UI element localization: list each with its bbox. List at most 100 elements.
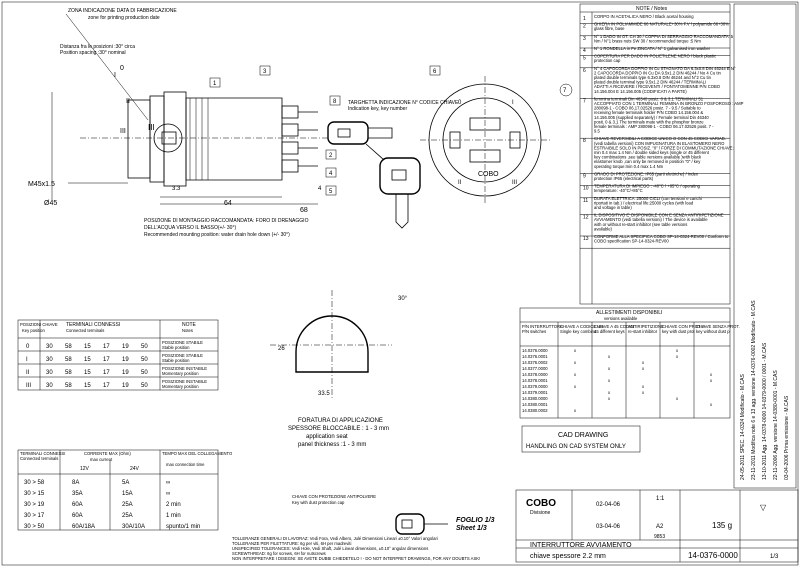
front-mark-I: I	[512, 100, 514, 106]
note-text: IL DISPOSITIVO E' DISPONIBILE CON E SENZ…	[594, 213, 724, 232]
front-brand: COBO	[478, 171, 499, 178]
tt-row-terminal: 30	[46, 344, 53, 350]
tt-row-note-en: Momentary position	[162, 371, 199, 376]
tt-row-terminal: 30	[46, 357, 53, 363]
tt-row-note: POSIZIONE STABILE	[162, 353, 203, 358]
vt-row-mark: x	[710, 372, 713, 377]
note-number: 13	[583, 236, 589, 242]
dim-68: 68	[300, 207, 308, 214]
vt-title-en: versions available	[604, 316, 638, 321]
tt-row-terminal: 50	[141, 383, 148, 389]
ct-row-time: 1 min	[166, 513, 181, 519]
terminals-table: POSIZIONI CHIAVE Key position TERMINALI …	[17, 319, 219, 391]
vt-row-mark: x	[574, 348, 577, 353]
tt-row-position: I	[26, 357, 28, 363]
drain-label-en: Recommended mounting position: water dra…	[144, 232, 290, 238]
tt-row-terminal: 19	[122, 383, 129, 389]
vt-row-mark: x	[676, 348, 679, 353]
vt-row-mark: x	[608, 390, 611, 395]
vt-row-mark: x	[608, 354, 611, 359]
dim-4: 4	[318, 186, 322, 192]
tt-row-terminal: 58	[65, 370, 72, 376]
tt-row-position: II	[26, 370, 30, 376]
tolerance-note-line: TOLLERANZE PER FILETTATURE: 6g per viti,…	[232, 541, 351, 546]
position-III-label: III	[120, 128, 126, 135]
position-0-label: 0	[120, 65, 124, 72]
balloon-5: 5	[329, 189, 333, 195]
vt-row-pn: 14.0377.0000	[522, 366, 548, 371]
ct-row-24v: 25A	[122, 502, 133, 508]
note-number: 3	[583, 36, 586, 42]
vt-row-pn: 14.0379.0000	[522, 384, 548, 389]
dim-angle: 30°	[398, 296, 408, 302]
ct-row-24v: 5A	[122, 480, 129, 486]
ct-row-12v: 60A	[72, 502, 83, 508]
tolerance-note-line: NON INTERPRETARE I DISEGNI: SE AVETE DUB…	[232, 556, 480, 561]
dim-3-3: 3.3	[172, 186, 181, 192]
tt-row-terminal: 15	[84, 357, 91, 363]
note-text: COPERTURA PER DADO IN POLIETILENE NERO /…	[594, 54, 716, 64]
front-view: COBO 0 I II III 7	[420, 76, 573, 204]
tt-head3: NOTE	[182, 322, 197, 328]
ct-head2-en: max current	[90, 457, 113, 462]
key-label-en: Indication key, key number	[348, 106, 407, 112]
dim-diameter: Ø45	[44, 200, 57, 207]
panel-label-it: FORATURA DI APPLICAZIONE	[298, 418, 383, 424]
vt-row-mark: x	[608, 366, 611, 371]
balloon-7: 7	[563, 88, 567, 94]
balloon-4: 4	[329, 171, 333, 177]
tolerance-note-line: SCREWTHREAD: 6g for screws, 6H for nutsc…	[232, 551, 326, 556]
key-with-cap: CHIAVE CON PROTEZIONE ANTIPOLVERE Key wi…	[292, 494, 448, 535]
note-number: 6	[583, 68, 586, 74]
tt-row-terminal: 30	[46, 370, 53, 376]
tt-row-terminal: 15	[84, 370, 91, 376]
side-view: ZONA INDICAZIONE DATA DI FABBRICAZIONE z…	[28, 8, 441, 238]
vt-row-pn: 14.0380.0001	[522, 402, 548, 407]
tt-row-terminal: 17	[103, 370, 110, 376]
ct-row-terminals: 30 > 17	[24, 513, 45, 519]
company-division: Divisione	[530, 510, 551, 516]
note-number: 4	[583, 48, 586, 54]
ct-head1-en: Connected terminals	[20, 456, 58, 461]
tt-row-note-en: Stable position	[162, 358, 190, 363]
balloon-2: 2	[329, 153, 333, 159]
tt-row-terminal: 17	[103, 383, 110, 389]
ct-row-24v: 25A	[122, 513, 133, 519]
tb-date2: 03-04-06	[596, 524, 621, 530]
note-number: 7	[583, 98, 586, 104]
note-text: CHIAVE REVERSIBILI A CODICE UNICO O CON …	[594, 136, 734, 169]
ct-row-12v: 35A	[72, 491, 83, 497]
tt-row-terminal: 17	[103, 357, 110, 363]
vt-row-mark: x	[608, 378, 611, 383]
spacing-label-en: Position spacing :30° nominal	[60, 50, 126, 56]
spacing-label-it: Distanza fra le posizioni :30° circa	[60, 44, 135, 50]
note-text: femmina terminali Din 46340 posiz. 0 & 3…	[594, 96, 744, 133]
vt-row-pn: 14.0380.0002	[522, 408, 548, 413]
ct-row-terminals: 30 > 58	[24, 480, 45, 486]
ct-row-time: ∞	[166, 491, 170, 497]
note-text: N° 1 RONDELLA in Fe ZINCATA / N° 1 galva…	[594, 46, 711, 51]
section-III-mark: III	[148, 123, 155, 132]
balloon-8: 8	[333, 99, 337, 105]
vt-row-pn: 14.0378.0000	[522, 372, 548, 377]
tt-head3-en: Notes	[182, 328, 193, 333]
note-text: DURATA ELETTRICA :25000 CICLI (con tensi…	[594, 196, 702, 210]
tb-format: A2	[656, 524, 664, 530]
vt-row-mark: x	[574, 372, 577, 377]
tt-row-terminal: 58	[65, 357, 72, 363]
vt-row-pn: 14.0379.0001	[522, 390, 548, 395]
key-cap-label-it: CHIAVE CON PROTEZIONE ANTIPOLVERE	[292, 494, 376, 499]
ct-head3: TEMPO MAX DEL COLLEGAMENTO	[162, 451, 233, 456]
revision-line: 22-11-2006 Agg. versione 14-0380-0001 - …	[773, 370, 779, 480]
ct-row-time: ∞	[166, 480, 170, 486]
dim-26: 26	[278, 346, 285, 352]
tt-row-note: POSIZIONE INSTABILE	[162, 379, 207, 384]
panel-label-en1: application seat	[306, 434, 348, 440]
tt-row-position: 0	[26, 344, 30, 350]
revision-line: 03-04-2006 Prima emissione - M.CAS	[784, 395, 790, 480]
key-cap-label-en: Key with dust protection cap	[292, 500, 345, 505]
